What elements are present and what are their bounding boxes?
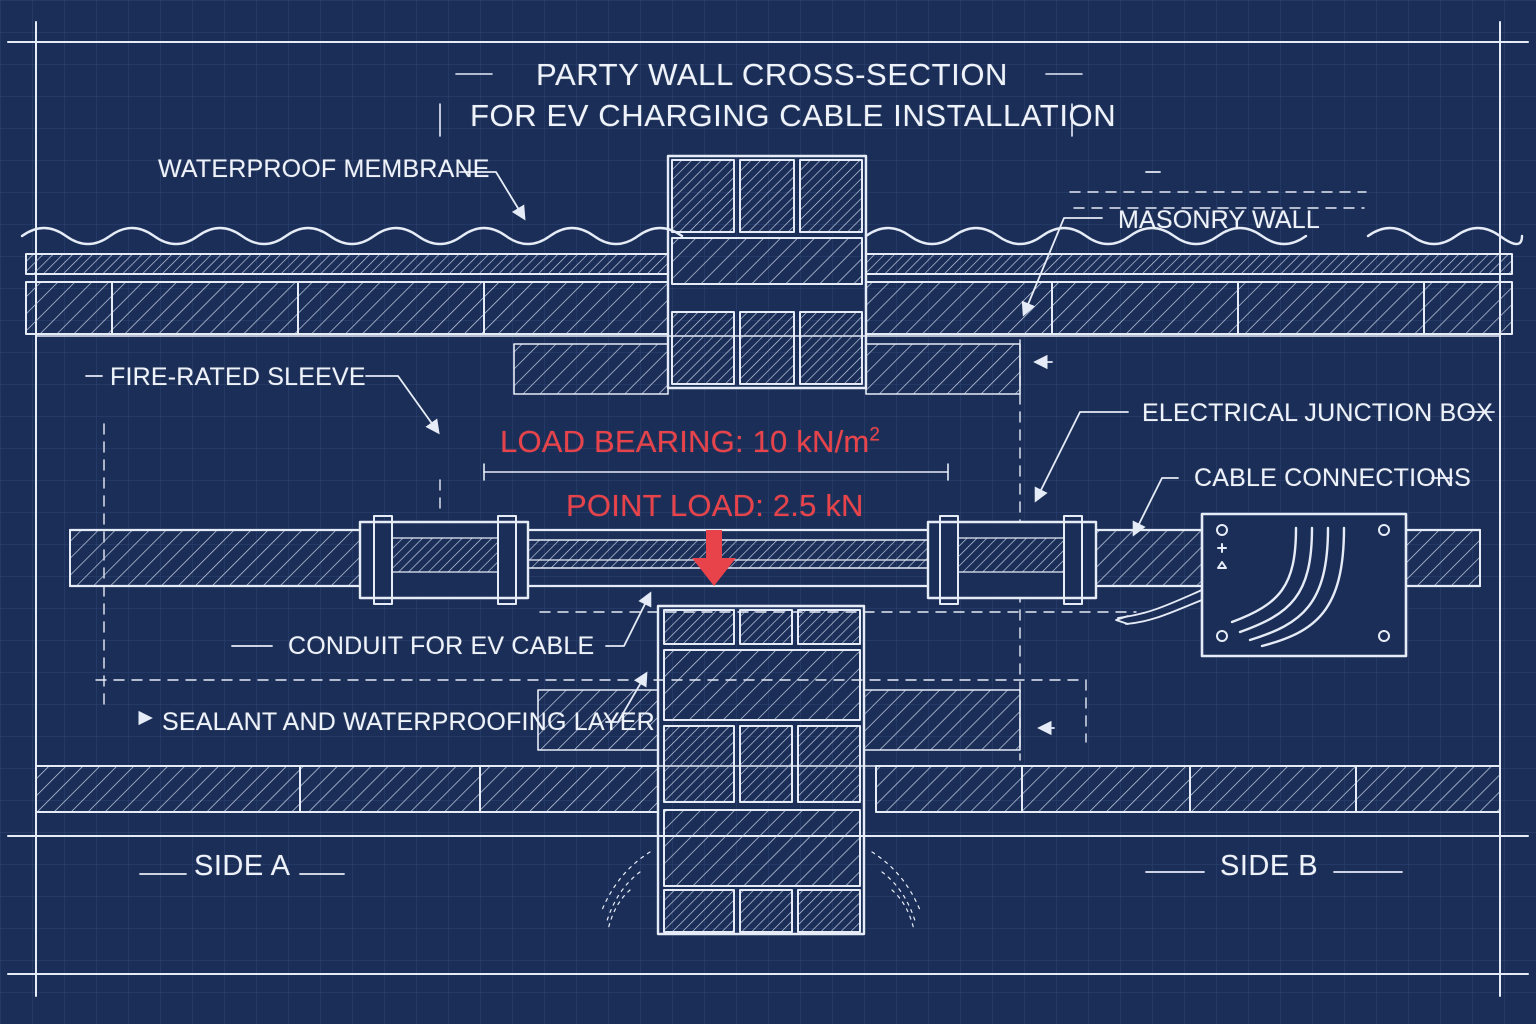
cable-lead	[1115, 589, 1203, 625]
label-side-b: SIDE B	[1220, 850, 1319, 882]
label-electrical-junction-box: ELECTRICAL JUNCTION BOX	[1142, 399, 1493, 427]
cable-connections	[1230, 526, 1346, 648]
waterproof-membrane-wave-right	[864, 226, 1308, 246]
load-bearing-label: LOAD BEARING: 10 kN/m2	[500, 424, 880, 460]
title-brackets	[439, 73, 1083, 137]
title-line-2: FOR EV CHARGING CABLE INSTALLATION	[470, 98, 1117, 133]
label-side-a: SIDE A	[194, 850, 291, 882]
load-dimension-bracket	[483, 463, 949, 481]
point-load-arrow	[692, 530, 736, 586]
label-cable-connections: CABLE CONNECTIONS	[1194, 464, 1472, 492]
label-masonry-wall: MASONRY WALL	[1118, 206, 1320, 234]
point-load-label: POINT LOAD: 2.5 kN	[566, 488, 864, 523]
masonry-wall-lower	[656, 604, 866, 936]
fire-rated-sleeve-left	[358, 515, 530, 605]
title-line-1: PARTY WALL CROSS-SECTION	[536, 57, 1009, 92]
waterproof-membrane-wave-far-right	[1366, 226, 1524, 246]
load-bearing-exponent: 2	[869, 424, 881, 446]
load-bearing-text: LOAD BEARING: 10 kN/m	[500, 424, 870, 459]
masonry-wall-upper	[666, 154, 868, 390]
label-sealant-layer: SEALANT AND WATERPROOFING LAYER	[162, 708, 655, 736]
fire-rated-sleeve-right	[926, 515, 1098, 605]
label-waterproof-membrane: WATERPROOF MEMBRANE	[158, 155, 490, 183]
label-conduit-for-ev-cable: CONDUIT FOR EV CABLE	[288, 632, 595, 660]
upper-slab	[25, 253, 1513, 335]
lower-slab	[35, 765, 1501, 813]
label-fire-rated-sleeve: FIRE-RATED SLEEVE	[110, 363, 366, 391]
ground-marks	[601, 851, 921, 931]
leader-lines	[85, 171, 1495, 875]
waterproof-membrane-wave	[20, 226, 684, 246]
